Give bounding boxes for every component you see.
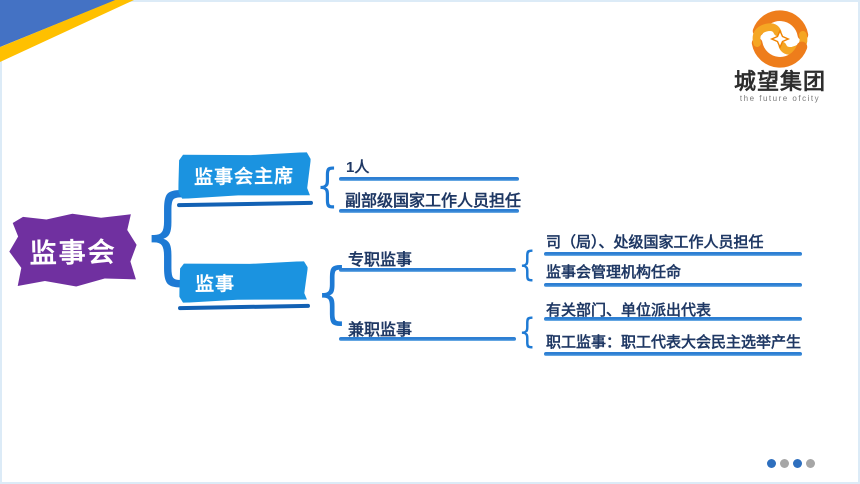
- supervisor-underbar: [177, 303, 311, 311]
- root-node-board-of-supervisors: 监事会: [7, 212, 138, 289]
- parttime-brace-icon: {: [518, 312, 536, 352]
- underline: [339, 209, 519, 213]
- company-logo: 城望集团 the future ofcity: [724, 8, 836, 103]
- pagination: [767, 459, 815, 468]
- chairman-brace-icon: {: [316, 159, 339, 212]
- company-tagline: the future ofcity: [739, 94, 821, 104]
- chairman-underbar: [176, 200, 314, 208]
- chairman-item-rank: 副部级国家工作人员担任: [345, 193, 522, 210]
- fulltime-item-rank: 司（局）、处级国家工作人员担任: [546, 234, 764, 251]
- group-fulltime-label: 专职监事: [348, 252, 413, 269]
- underline: [339, 268, 516, 272]
- logo-swirl-icon: [751, 10, 809, 68]
- fulltime-item-appointment: 监事会管理机构任命: [546, 264, 682, 281]
- fulltime-brace-icon: {: [518, 245, 536, 285]
- pagination-dot[interactable]: [767, 459, 776, 468]
- parttime-item-employee: 职工监事：职工代表大会民主选举产生: [546, 334, 802, 351]
- underline: [544, 317, 802, 321]
- chairman-item-count: 1人: [346, 159, 370, 176]
- pagination-dot[interactable]: [780, 459, 789, 468]
- company-name: 城望集团: [733, 69, 826, 94]
- underline: [544, 252, 802, 256]
- underline: [544, 283, 802, 287]
- underline: [339, 337, 516, 341]
- node-chairman: 监事会主席: [178, 152, 312, 199]
- group-parttime-label: 兼职监事: [348, 322, 413, 339]
- node-supervisor: 监事: [179, 261, 309, 303]
- underline: [339, 177, 519, 181]
- pagination-dot[interactable]: [806, 459, 815, 468]
- parttime-item-delegates: 有关部门、单位派出代表: [546, 302, 712, 319]
- pagination-dot[interactable]: [793, 459, 802, 468]
- underline: [544, 352, 802, 356]
